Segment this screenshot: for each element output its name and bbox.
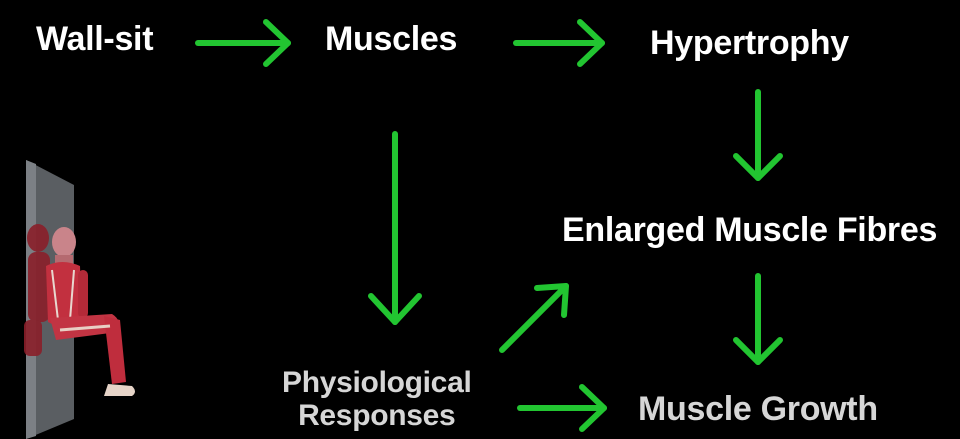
node-wall-sit: Wall-sit [36, 20, 153, 59]
arrow-muscles-to-hypertrophy [516, 22, 602, 64]
node-hypertrophy: Hypertrophy [650, 24, 849, 63]
node-enlarged-muscle-fibres: Enlarged Muscle Fibres [562, 211, 937, 250]
arrow-physio-to-enlarged [502, 286, 566, 350]
node-physiological-responses: Physiological Responses [282, 366, 472, 432]
arrow-wallsit-to-muscles [198, 22, 288, 64]
node-muscle-growth: Muscle Growth [638, 390, 878, 429]
arrow-hypertrophy-to-enlarged [736, 92, 780, 178]
arrow-muscles-to-physio [371, 134, 419, 322]
node-physiological-line1: Physiological [282, 366, 472, 399]
node-muscles: Muscles [325, 20, 457, 59]
arrow-physio-to-growth [520, 387, 604, 429]
arrow-enlarged-to-growth [736, 276, 780, 362]
node-physiological-line2: Responses [282, 399, 472, 432]
